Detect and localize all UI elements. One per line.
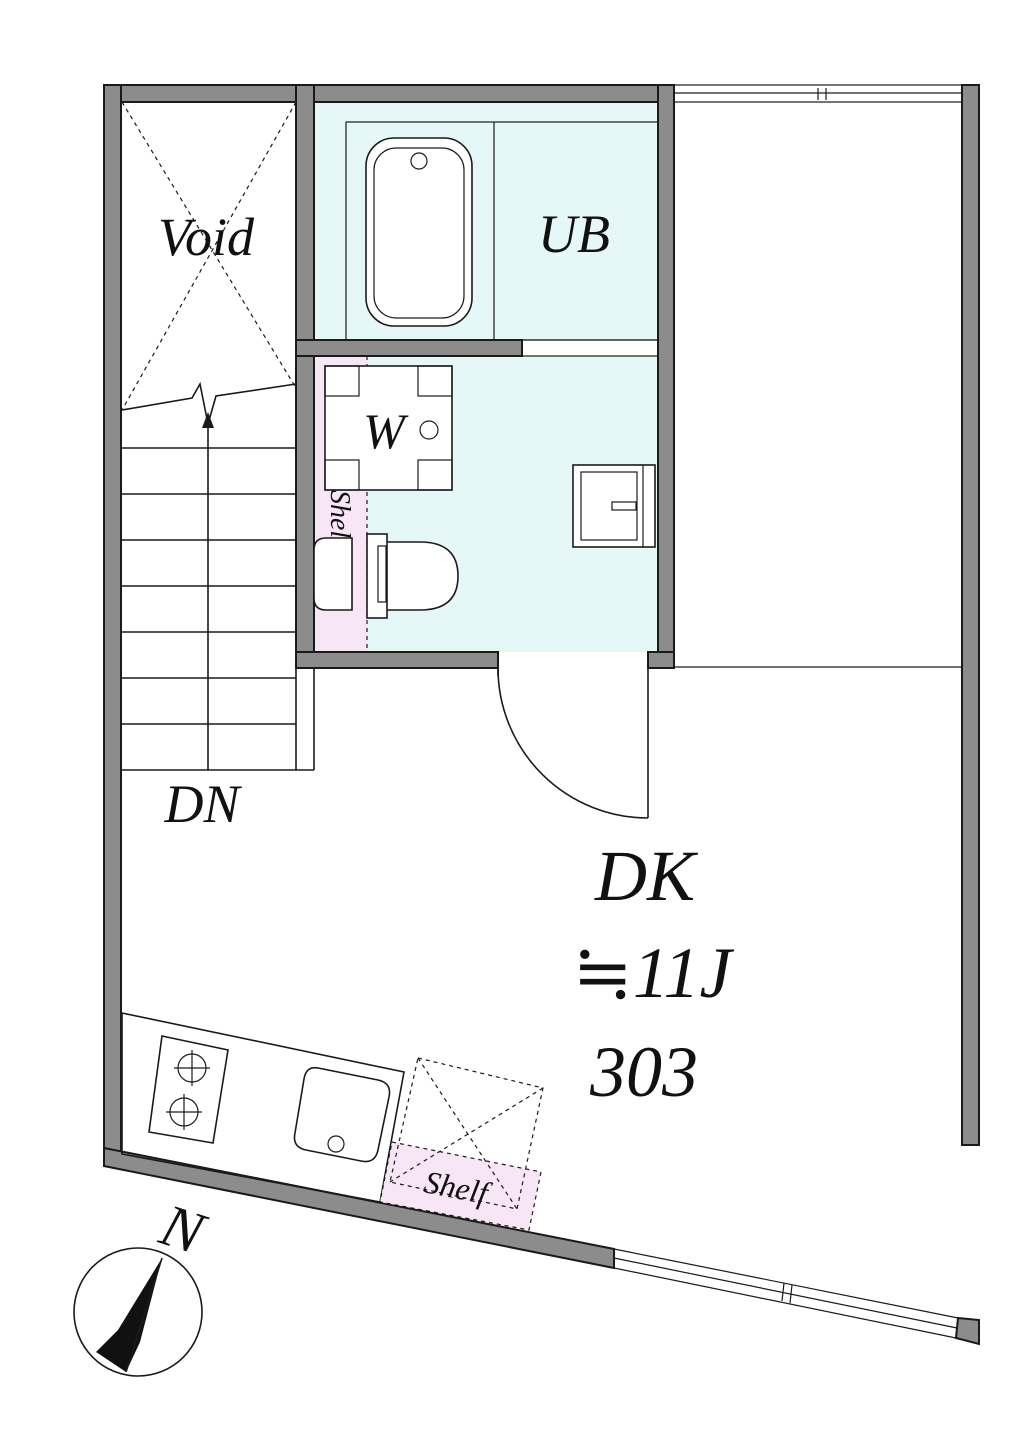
wall-ub-wash — [295, 339, 523, 357]
compass-needle — [96, 1258, 162, 1372]
unit-number: 303 — [589, 1032, 698, 1112]
bath-door-opening — [521, 339, 659, 357]
wall-bottom-right — [954, 1316, 980, 1346]
stair-break-line — [121, 381, 297, 425]
bathtub-drain — [410, 152, 428, 170]
wall-left — [103, 84, 122, 1166]
kitchen-sink[interactable] — [293, 1066, 391, 1163]
washroom-door[interactable] — [497, 667, 649, 819]
wall-void-wet — [295, 84, 315, 669]
wash-basin[interactable] — [572, 464, 656, 548]
compass-ring — [73, 1247, 203, 1377]
stair-arrowhead — [202, 412, 214, 428]
unit-bath-label: UB — [538, 204, 610, 264]
wall-right — [961, 84, 980, 1146]
toilet[interactable] — [313, 533, 459, 619]
stove[interactable] — [148, 1035, 229, 1144]
void-cross-b — [121, 101, 297, 411]
wall-wash-south-left — [295, 651, 499, 669]
wall-wash-south-right — [647, 651, 675, 669]
void-label: Void — [158, 207, 255, 267]
sink-drain — [327, 1135, 345, 1153]
washer-label: W — [363, 403, 409, 459]
wall-wet-east — [657, 84, 675, 669]
room-name: DK — [594, 836, 699, 916]
room-size: ≒11J — [573, 933, 735, 1013]
washer-space[interactable] — [324, 365, 453, 491]
compass-north-label: N — [152, 1191, 214, 1267]
bathtub — [365, 137, 473, 327]
bottom-window[interactable] — [613, 1248, 959, 1339]
wall-top — [103, 84, 675, 103]
bathtub-frame — [345, 121, 659, 341]
north-compass: N — [73, 1191, 214, 1377]
staircase — [122, 412, 315, 771]
washer-drain — [419, 420, 439, 440]
stair-direction-label: DN — [163, 774, 242, 834]
